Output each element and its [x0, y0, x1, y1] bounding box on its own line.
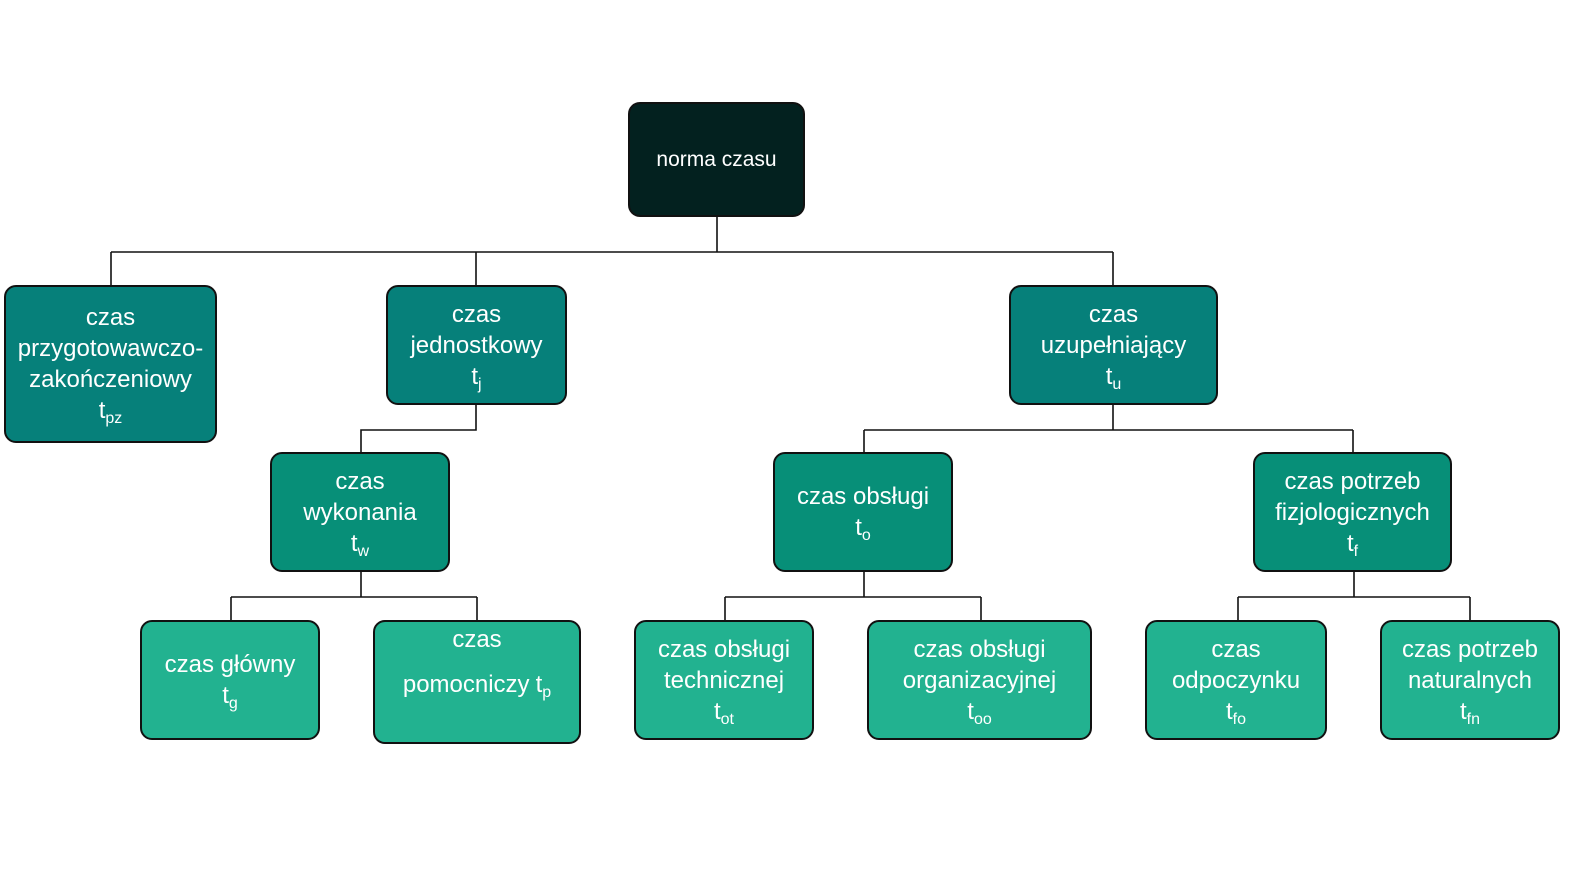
connector-root: [110, 217, 1114, 285]
symbol-base: t: [350, 529, 358, 557]
symbol-subscript: fo: [1232, 710, 1246, 728]
symbol-base: t: [222, 682, 229, 709]
node-label-line: czas potrzeb: [1401, 635, 1539, 663]
time-symbol: tu: [1105, 361, 1122, 393]
connector-tf: [1237, 572, 1471, 620]
connector-tu: [863, 405, 1354, 452]
symbol-base: t: [1225, 697, 1233, 725]
time-symbol: tot: [713, 696, 734, 728]
symbol-subscript: fn: [1466, 710, 1480, 728]
symbol-subscript: o: [861, 527, 871, 544]
node-label-line: czas: [452, 626, 502, 653]
time-symbol: tf: [1346, 528, 1359, 560]
symbol-subscript: oo: [973, 710, 992, 728]
symbol-base: t: [713, 697, 721, 725]
node-label-line: czas obsługi: [796, 483, 930, 510]
node-label-line: zakończeniowy: [29, 366, 192, 393]
time-symbol: tpz: [98, 395, 123, 427]
node-label-line: norma czasu: [656, 148, 777, 171]
connector-tj: [360, 405, 477, 452]
node-label-line: czas: [1211, 635, 1261, 663]
symbol-subscript: j: [478, 375, 482, 393]
symbol-base: t: [1459, 697, 1467, 725]
node-label-line: fizjologicznych: [1275, 498, 1430, 526]
symbol-subscript: w: [357, 542, 370, 560]
time-symbol: too: [967, 696, 992, 728]
node-label-line: pomocniczy: [402, 671, 530, 698]
node-label-line: odpoczynku: [1171, 666, 1301, 694]
node-norma-czasu: norma czasu: [628, 102, 805, 217]
connector-to: [724, 572, 982, 620]
connector-tw: [230, 572, 478, 620]
node-label-line: czas obsługi: [657, 635, 791, 663]
node-label-line: czas: [85, 304, 136, 331]
time-symbol: tfo: [1225, 696, 1246, 728]
symbol-subscript: f: [1353, 542, 1359, 560]
node-label-line: czas potrzeb: [1284, 467, 1421, 495]
node-label-line: wykonania: [303, 498, 417, 526]
symbol-subscript: p: [542, 684, 552, 701]
symbol-base: t: [855, 514, 862, 541]
symbol-base: t: [1105, 362, 1113, 390]
symbol-base: t: [967, 697, 974, 725]
symbol-base: t: [535, 671, 543, 698]
node-label-line: uzupełniający: [1040, 331, 1187, 359]
node-label-line: czas obsługi: [913, 635, 1046, 663]
time-symbol: tj: [471, 361, 482, 393]
node-label-line: przygotowawczo-: [17, 335, 204, 362]
node-label-line: czas: [451, 300, 502, 328]
symbol-base: t: [1346, 529, 1354, 557]
node-label-line: organizacyjnej: [902, 666, 1057, 694]
node-label-line: czas główny: [164, 651, 296, 678]
time-symbol: to: [855, 512, 871, 544]
time-symbol: tg: [222, 680, 238, 712]
symbol-subscript: u: [1112, 375, 1122, 393]
node-label-line: czas: [335, 467, 385, 495]
node-label-line: jednostkowy: [410, 331, 543, 359]
symbol-base: t: [471, 362, 479, 390]
symbol-base: t: [98, 397, 106, 424]
symbol-subscript: ot: [720, 710, 734, 728]
time-symbol: tfn: [1459, 696, 1480, 728]
node-label-line: technicznej: [663, 666, 785, 694]
symbol-subscript: g: [228, 695, 238, 712]
time-symbol: tp: [535, 671, 552, 701]
symbol-subscript: pz: [105, 410, 123, 427]
node-label-line: czas: [1088, 300, 1139, 328]
time-symbol: tw: [350, 528, 370, 560]
node-label-line: naturalnych: [1407, 666, 1533, 694]
